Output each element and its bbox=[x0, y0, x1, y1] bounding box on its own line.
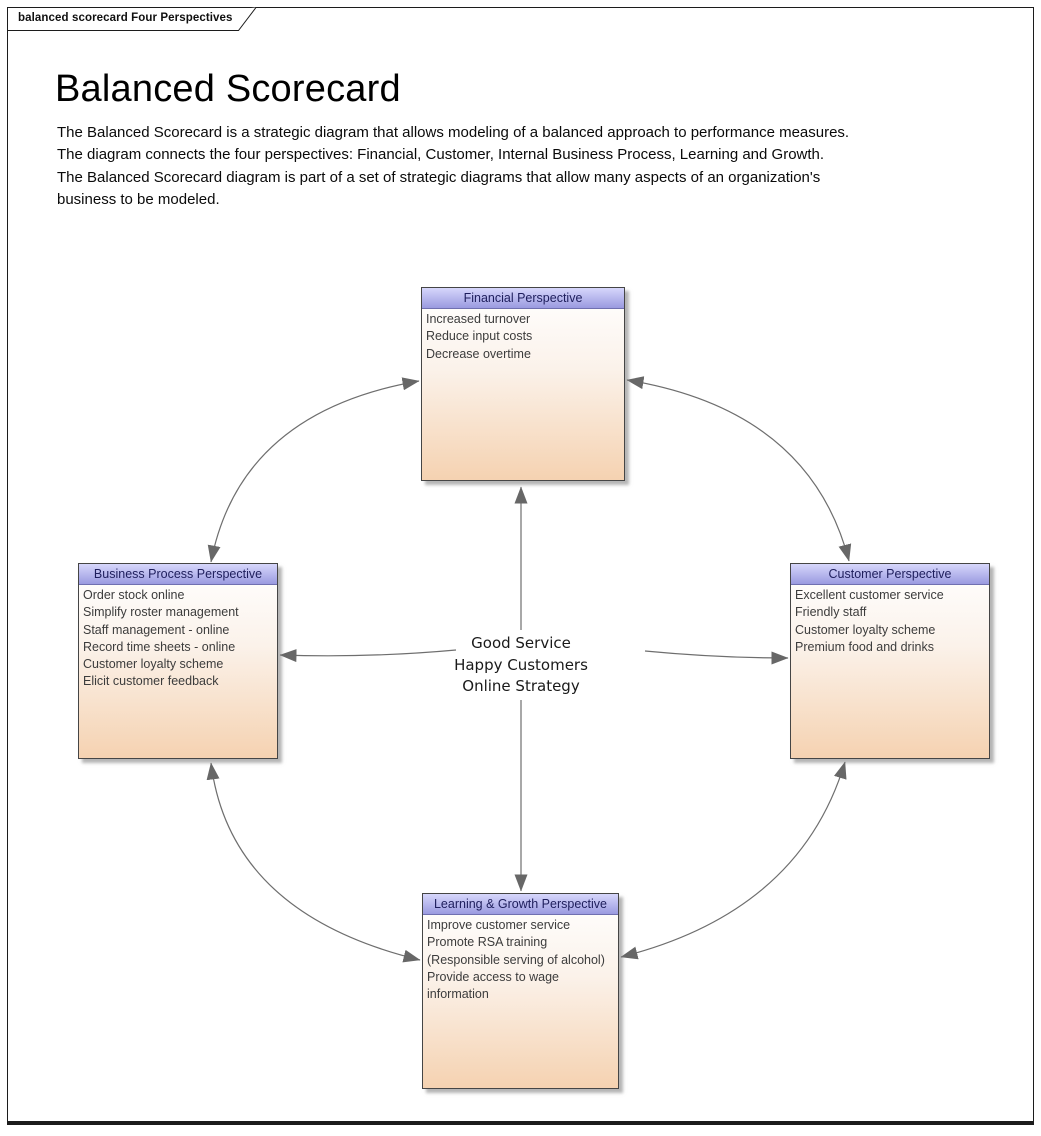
node-learning-growth-title: Learning & Growth Perspective bbox=[423, 894, 618, 915]
node-financial-title: Financial Perspective bbox=[422, 288, 624, 309]
center-strategy-label[interactable]: Good Service Happy Customers Online Stra… bbox=[454, 634, 588, 695]
connector-learning-business-arc[interactable] bbox=[206, 762, 421, 963]
connector-business-financial-arc[interactable] bbox=[207, 377, 420, 563]
connector-financial-customer-arc[interactable] bbox=[626, 376, 852, 562]
node-financial-perspective[interactable]: Financial Perspective Increased turnover… bbox=[421, 287, 625, 481]
node-business-process-items: Order stock online Simplify roster manag… bbox=[79, 585, 277, 758]
page-title: Balanced Scorecard bbox=[55, 68, 401, 110]
node-learning-growth-items: Improve customer service Promote RSA tra… bbox=[423, 915, 618, 1088]
connector-center-to-customer[interactable] bbox=[644, 650, 789, 665]
frame-tab-label: balanced scorecard Four Perspectives bbox=[18, 12, 233, 24]
node-learning-growth-perspective[interactable]: Learning & Growth Perspective Improve cu… bbox=[422, 893, 619, 1089]
frame-tab-shape bbox=[8, 7, 257, 31]
node-customer-title: Customer Perspective bbox=[791, 564, 989, 585]
node-business-process-perspective[interactable]: Business Process Perspective Order stock… bbox=[78, 563, 278, 759]
node-customer-perspective[interactable]: Customer Perspective Excellent customer … bbox=[790, 563, 990, 759]
frame-tab bbox=[8, 7, 257, 31]
diagram-frame bbox=[7, 7, 1034, 1125]
page-description: The Balanced Scorecard is a strategic di… bbox=[57, 124, 850, 209]
node-business-process-title: Business Process Perspective bbox=[79, 564, 277, 585]
connector-customer-learning-arc[interactable] bbox=[620, 761, 847, 960]
node-financial-items: Increased turnover Reduce input costs De… bbox=[422, 309, 624, 480]
node-customer-items: Excellent customer service Friendly staf… bbox=[791, 585, 989, 758]
connector-center-to-business[interactable] bbox=[279, 649, 457, 663]
